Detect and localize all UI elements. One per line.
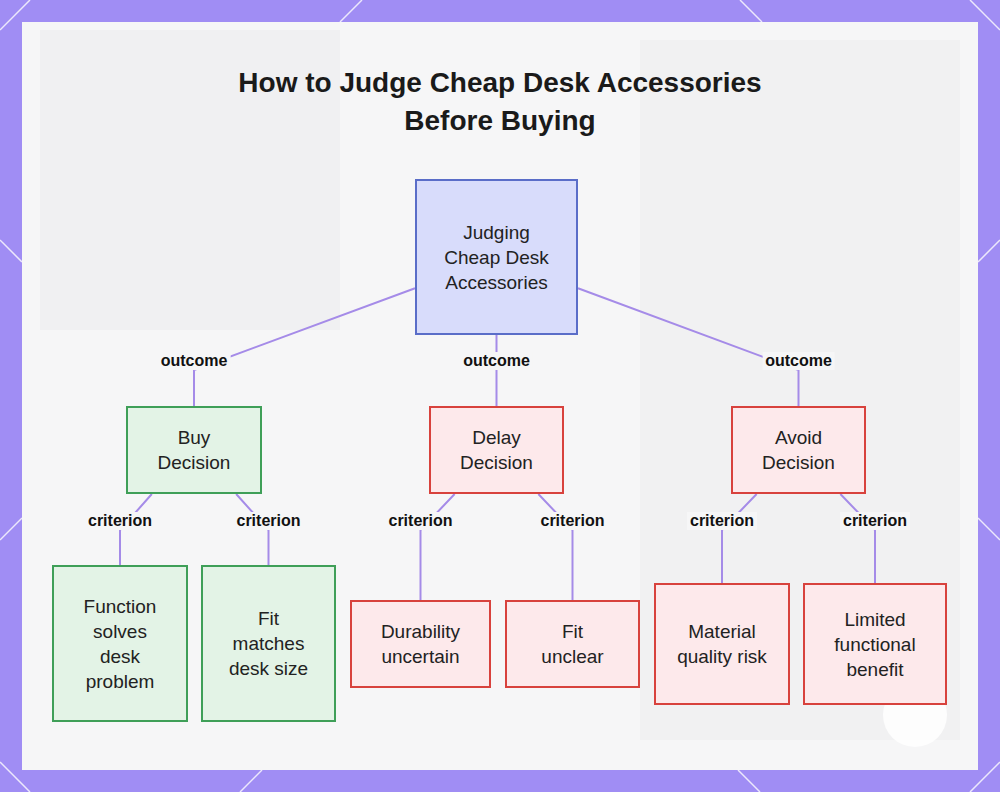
- frame-line: [0, 240, 22, 262]
- node-text: Material quality risk: [676, 619, 768, 669]
- node-text: Delay Decision: [451, 425, 543, 475]
- node-text: Fit matches desk size: [223, 606, 315, 681]
- edge-label: criterion: [385, 512, 455, 530]
- node-text: Avoid Decision: [753, 425, 845, 475]
- root-box: Judging Cheap Desk Accessories: [415, 179, 578, 335]
- connector: [421, 494, 455, 600]
- edge-label: criterion: [233, 512, 303, 530]
- node-text: Limited functional benefit: [827, 607, 923, 682]
- node-text: Buy Decision: [148, 425, 240, 475]
- buy-box: Function solves desk problem: [52, 565, 188, 722]
- blurred-photo: [640, 40, 960, 740]
- edge-label: outcome: [460, 352, 533, 370]
- caution-box: Delay Decision: [429, 406, 564, 494]
- edge-label: outcome: [762, 352, 835, 370]
- connector: [578, 288, 799, 406]
- node-text: Fit unclear: [535, 619, 611, 669]
- edge-label: outcome: [158, 352, 231, 370]
- caution-box: Limited functional benefit: [803, 583, 947, 705]
- buy-box: Fit matches desk size: [201, 565, 336, 722]
- panel: [22, 22, 978, 770]
- frame-line: [340, 0, 362, 22]
- edge-label: criterion: [840, 512, 910, 530]
- caution-box: Fit unclear: [505, 600, 640, 688]
- connector: [496, 335, 498, 406]
- node-text: Judging Cheap Desk Accessories: [441, 220, 553, 295]
- caution-box: Durability uncertain: [350, 600, 491, 688]
- diagram-title: How to Judge Cheap Desk Accessories Befo…: [215, 64, 785, 140]
- node-text: Function solves desk problem: [74, 594, 166, 694]
- connector: [194, 288, 415, 406]
- frame-line: [240, 770, 262, 792]
- node-text: Durability uncertain: [371, 619, 471, 669]
- frame-line: [978, 240, 1000, 262]
- edge-label: criterion: [537, 512, 607, 530]
- caution-box: Material quality risk: [654, 583, 790, 705]
- frame-line: [0, 518, 22, 540]
- frame-line: [740, 0, 762, 22]
- caution-box: Avoid Decision: [731, 406, 866, 494]
- frame-line: [978, 518, 1000, 540]
- connector: [840, 494, 875, 583]
- edge-label: criterion: [687, 512, 757, 530]
- edge-label: criterion: [85, 512, 155, 530]
- frame-line: [738, 770, 760, 792]
- connector: [722, 494, 757, 583]
- buy-box: Buy Decision: [126, 406, 262, 494]
- connector: [538, 494, 572, 600]
